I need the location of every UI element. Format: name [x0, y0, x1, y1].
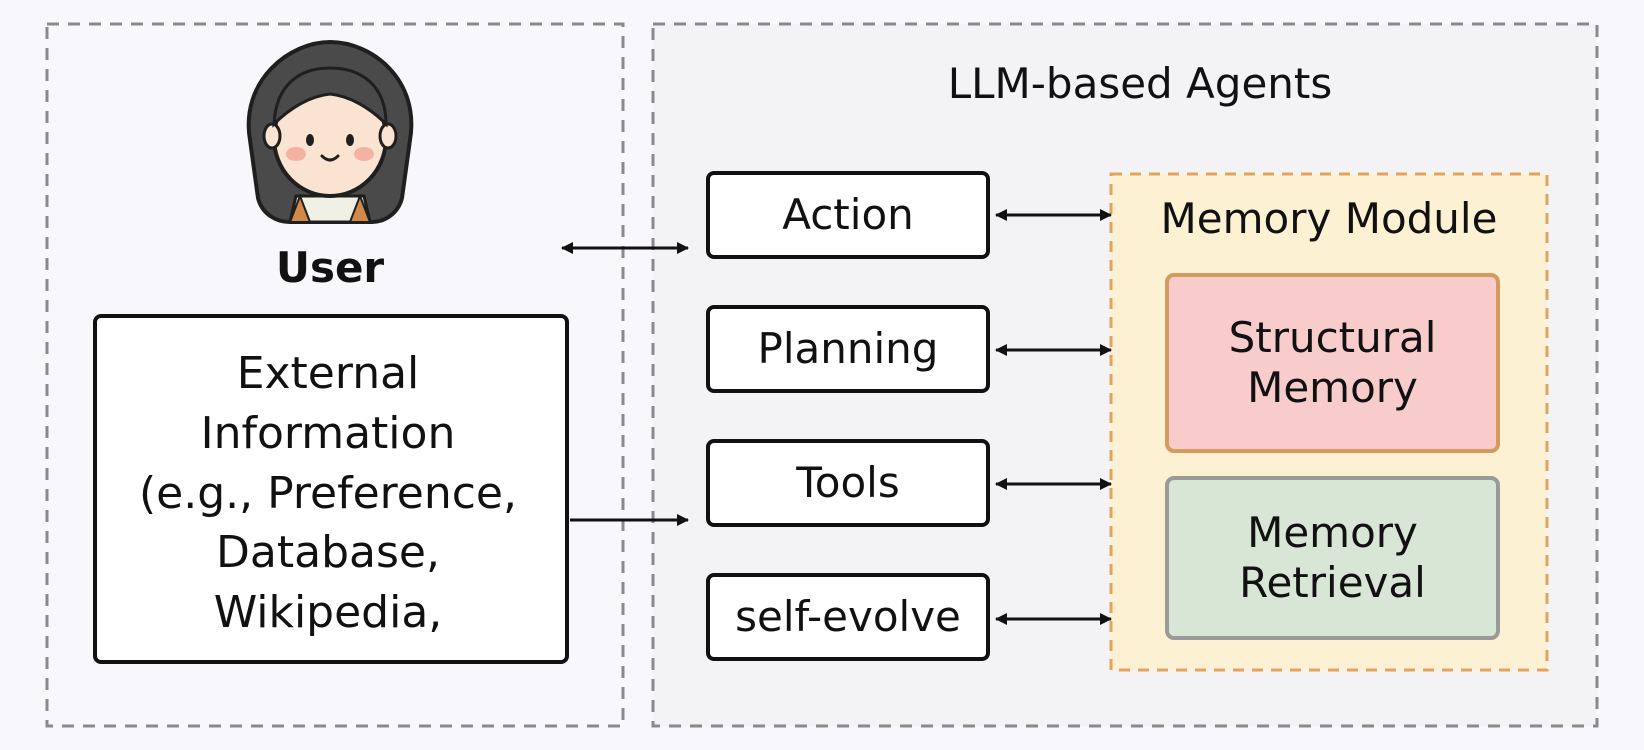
- external-line: Information: [200, 407, 456, 459]
- self-evolve-box: [706, 573, 990, 661]
- planning-box: [706, 305, 990, 393]
- external-info-box: [93, 314, 569, 664]
- external-line: (e.g., Preference,: [139, 467, 517, 519]
- memory-module-title: Memory Module: [1160, 194, 1498, 244]
- self-evolve-label: self-evolve: [735, 592, 961, 642]
- structural-memory-box: [1165, 273, 1500, 453]
- external-info-text: External Information (e.g., Preference, …: [100, 344, 556, 643]
- external-line: Wikipedia,: [213, 587, 443, 639]
- agents-title: LLM-based Agents: [947, 59, 1333, 109]
- memory-retrieval-box: [1165, 476, 1500, 640]
- memory-retrieval-label: Memory Retrieval: [1239, 508, 1426, 607]
- external-line: Database,: [216, 527, 440, 579]
- action-box: [706, 171, 990, 259]
- tools-box: [706, 439, 990, 527]
- external-line: External: [236, 348, 420, 399]
- tools-label: Tools: [796, 458, 900, 508]
- user-avatar-icon: [246, 39, 414, 224]
- planning-label: Planning: [757, 324, 939, 374]
- structural-memory-label: Structural Memory: [1228, 313, 1437, 412]
- user-label: User: [275, 243, 385, 293]
- action-label: Action: [782, 190, 914, 240]
